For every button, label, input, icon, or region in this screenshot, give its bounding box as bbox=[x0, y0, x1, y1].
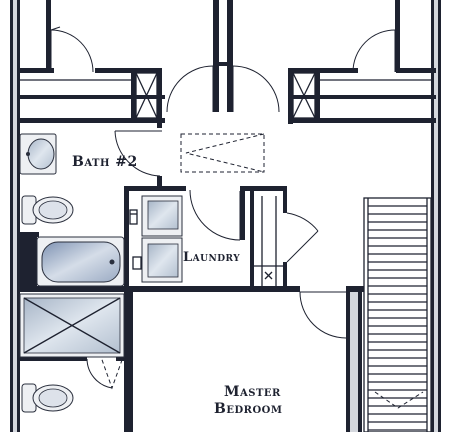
staircase bbox=[363, 197, 432, 432]
linen-closet bbox=[254, 196, 283, 286]
room-label-bath2: Bath #2 bbox=[72, 154, 138, 170]
bath2-fixtures bbox=[19, 133, 125, 287]
master-bath-fixtures bbox=[19, 293, 125, 413]
room-label-master-line1: Master bbox=[224, 384, 281, 400]
closet-shelves bbox=[17, 72, 431, 119]
laundry-fixtures bbox=[129, 195, 183, 283]
walls bbox=[10, 0, 441, 432]
room-label-master-line2: Bedroom bbox=[214, 401, 283, 417]
attic-hatch bbox=[180, 133, 265, 173]
room-label-laundry: Laundry bbox=[183, 250, 241, 265]
